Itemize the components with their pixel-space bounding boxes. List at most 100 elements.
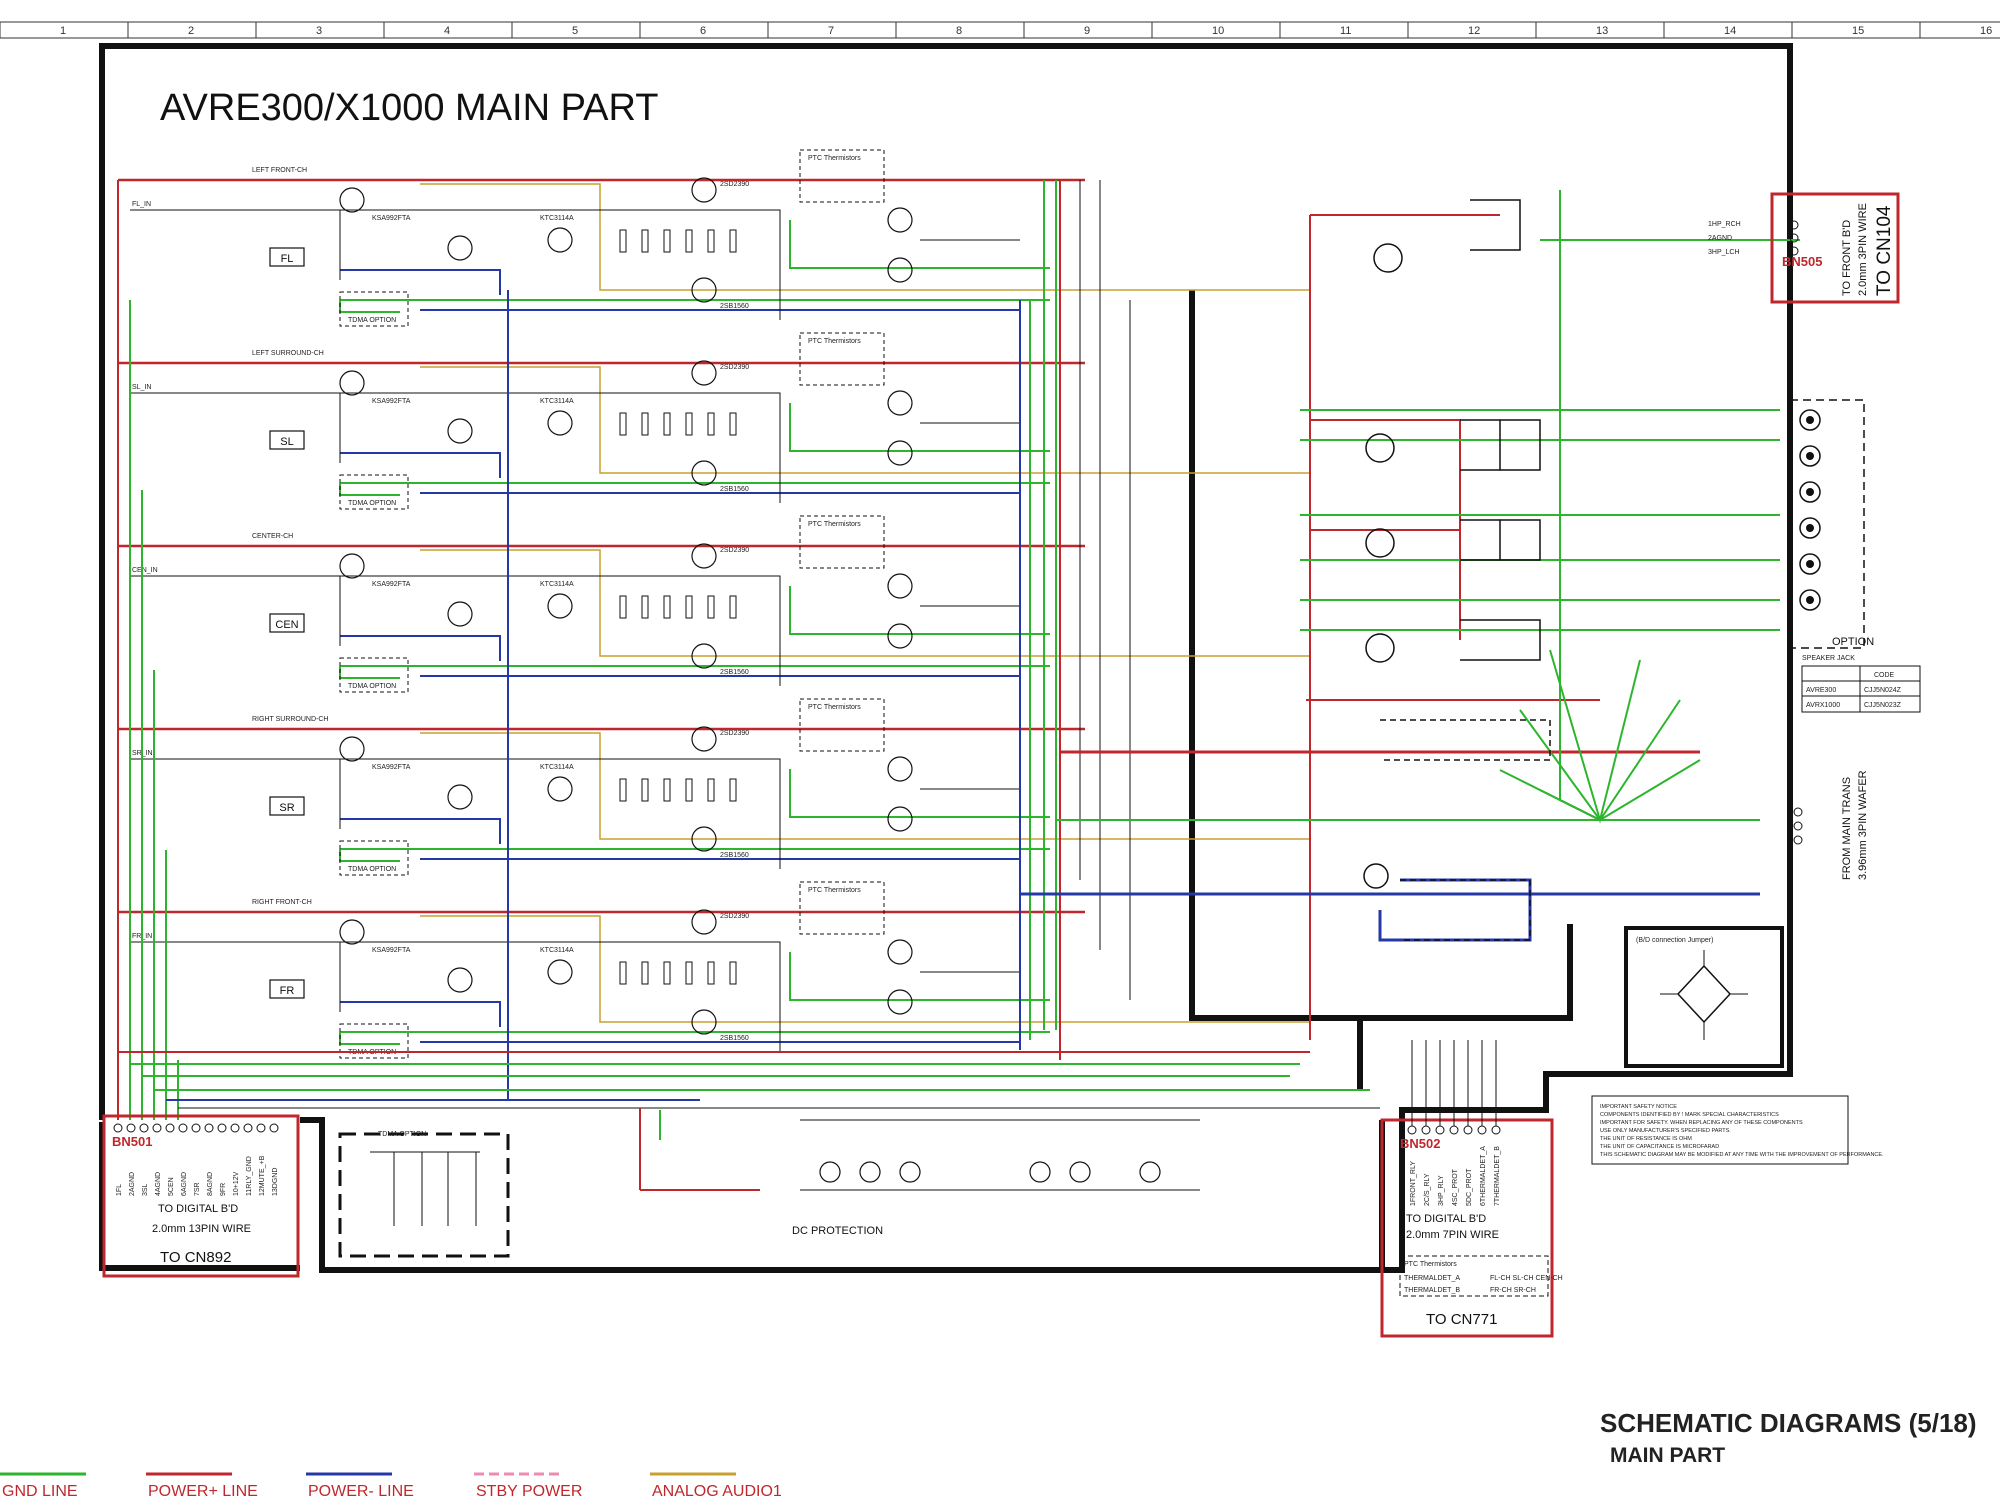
bn501-pin-label: 13DGND xyxy=(272,1168,279,1196)
channel-input: SL_IN xyxy=(132,384,151,391)
grid-column-number: 5 xyxy=(572,25,578,37)
transistor-symbol xyxy=(547,959,573,985)
resistor-symbol xyxy=(619,961,627,985)
dc-protection-label: DC PROTECTION xyxy=(792,1225,883,1237)
safety-note-line: THIS SCHEMATIC DIAGRAM MAY BE MODIFIED A… xyxy=(1600,1152,1884,1158)
tdma-box-label: TDMA OPTION xyxy=(348,500,396,507)
grid-column-number: 8 xyxy=(956,25,962,37)
bn501-pin xyxy=(113,1123,123,1133)
speaker-jack-terminal xyxy=(1799,517,1821,539)
bn501-pin xyxy=(269,1123,279,1133)
transistor-symbol xyxy=(887,939,913,965)
resistor-symbol xyxy=(663,595,671,619)
ptc-label: PTC Thermistors xyxy=(808,521,861,528)
resistor-symbol xyxy=(663,412,671,436)
gnd-stub xyxy=(339,849,400,862)
speaker-jack-pin xyxy=(1806,452,1814,460)
transistor-part-3: 2SD2390 xyxy=(720,547,749,554)
bn501-pin-label: 2AGND xyxy=(129,1172,136,1196)
grid-column-number: 13 xyxy=(1596,25,1608,37)
bn502-pin-label: 5DC_PROT xyxy=(1466,1168,1473,1206)
bn502-note-1: PTC Thermistors xyxy=(1404,1261,1457,1268)
ptc-box xyxy=(799,698,885,752)
channel-box xyxy=(269,613,305,633)
resistor-symbol xyxy=(707,961,715,985)
speaker-jack-label: SPEAKER JACK xyxy=(1802,655,1855,662)
model-code-table: CODE AVRE300 CJJ5N024Z AVRX1000 CJJ5N023… xyxy=(1801,665,1921,713)
safety-note-line: THE UNIT OF CAPACITANCE IS MICROFARAD xyxy=(1600,1144,1719,1150)
transistor-symbol xyxy=(887,756,913,782)
transistor-symbol xyxy=(887,806,913,832)
ptc-label: PTC Thermistors xyxy=(808,704,861,711)
input-signal-wire xyxy=(130,758,341,829)
power-minus-stub xyxy=(340,452,501,478)
tdma-box xyxy=(339,840,409,876)
safety-note-line: IMPORTANT FOR SAFETY. WHEN REPLACING ANY… xyxy=(1600,1120,1803,1126)
bn502-line-1: TO DIGITAL B'D xyxy=(1406,1213,1486,1225)
transistor-part-4: 2SB1560 xyxy=(720,669,749,676)
channel-box-label: SL xyxy=(280,436,293,448)
speaker-jack-terminal xyxy=(1799,589,1821,611)
bn502-name: BN502 xyxy=(1400,1136,1440,1151)
tdma-option-box: TDMA OPTION xyxy=(338,1131,510,1258)
channel-header: LEFT FRONT-CH xyxy=(252,167,307,174)
gnd-stub xyxy=(339,666,400,679)
bn501-pin xyxy=(139,1123,149,1133)
bn501-pin xyxy=(178,1123,188,1133)
channel-header: RIGHT SURROUND-CH xyxy=(252,716,328,723)
bn501-pin-label: 10+12V xyxy=(233,1171,240,1196)
speaker-jack-terminal xyxy=(1799,445,1821,467)
resistor-symbol xyxy=(641,595,649,619)
main-trans-label-1: FROM MAIN TRANS xyxy=(1841,777,1853,880)
bn501-pin-label: 12MUTE_+B xyxy=(259,1155,266,1196)
gnd-stub xyxy=(339,1032,400,1045)
power-minus-stub xyxy=(340,1001,501,1027)
legend-label: STBY POWER xyxy=(476,1483,582,1500)
bn501-pin-label: 1FL xyxy=(116,1184,123,1196)
legend-label: ANALOG AUDIO1 xyxy=(652,1483,782,1500)
grid-column-number: 1 xyxy=(60,25,66,37)
bn502-line-2: 2.0mm 7PIN WIRE xyxy=(1406,1229,1499,1241)
safety-note-line: USE ONLY MANUFACTURER'S SPECIFIED PARTS. xyxy=(1600,1128,1731,1134)
bn502-pin-label: 2C/S_RLY xyxy=(1424,1173,1431,1206)
bn501-name: BN501 xyxy=(112,1134,152,1149)
bn501-pin-label: 6AGND xyxy=(181,1172,188,1196)
ptc-box xyxy=(799,515,885,569)
transistor-symbol xyxy=(887,390,913,416)
channel-box-label: CEN xyxy=(275,619,298,631)
to-cn104-label: TO CN104 xyxy=(1874,205,1895,296)
input-signal-wire xyxy=(130,575,341,646)
bn502-pin-label: 4SC_PROT xyxy=(1452,1168,1459,1206)
grid-column-number: 4 xyxy=(444,25,450,37)
resistor-symbol xyxy=(729,595,737,619)
transistor-part-2: KTC3114A xyxy=(540,215,574,222)
bn502-note-4: FL-CH SL-CH CEN-CH xyxy=(1490,1275,1563,1282)
safety-note-line: COMPONENTS IDENTIFIED BY ! MARK SPECIAL … xyxy=(1600,1112,1779,1118)
analog-audio-line xyxy=(420,549,1310,657)
transistor-part-1: KSA992FTA xyxy=(372,764,411,771)
bn502-pin-label: 7THERMALDET_B xyxy=(1494,1146,1501,1206)
tdma-box xyxy=(339,1023,409,1059)
grid-column-number: 11 xyxy=(1340,25,1351,37)
resistor-symbol xyxy=(641,778,649,802)
transistor-symbol xyxy=(887,623,913,649)
transistor-symbol xyxy=(447,784,473,810)
transistor-symbol xyxy=(447,235,473,261)
bottom-buses xyxy=(118,1051,1380,1191)
transistor-symbol xyxy=(691,277,717,303)
gnd-link xyxy=(789,403,1050,452)
code-header: CODE xyxy=(1874,672,1895,679)
speaker-jack-pin xyxy=(1806,524,1814,532)
grid-column-number: 6 xyxy=(700,25,706,37)
resistor-symbol xyxy=(729,961,737,985)
input-signal-wire xyxy=(130,209,341,280)
bn501-pin-label: 9FR xyxy=(220,1183,227,1196)
grid-column-number: 16 xyxy=(1980,25,1992,37)
bn502-pin xyxy=(1491,1125,1501,1135)
transistor-symbol xyxy=(887,573,913,599)
transistor-symbol xyxy=(691,360,717,386)
channel-input: FL_IN xyxy=(132,201,151,208)
transistor-symbol xyxy=(691,177,717,203)
